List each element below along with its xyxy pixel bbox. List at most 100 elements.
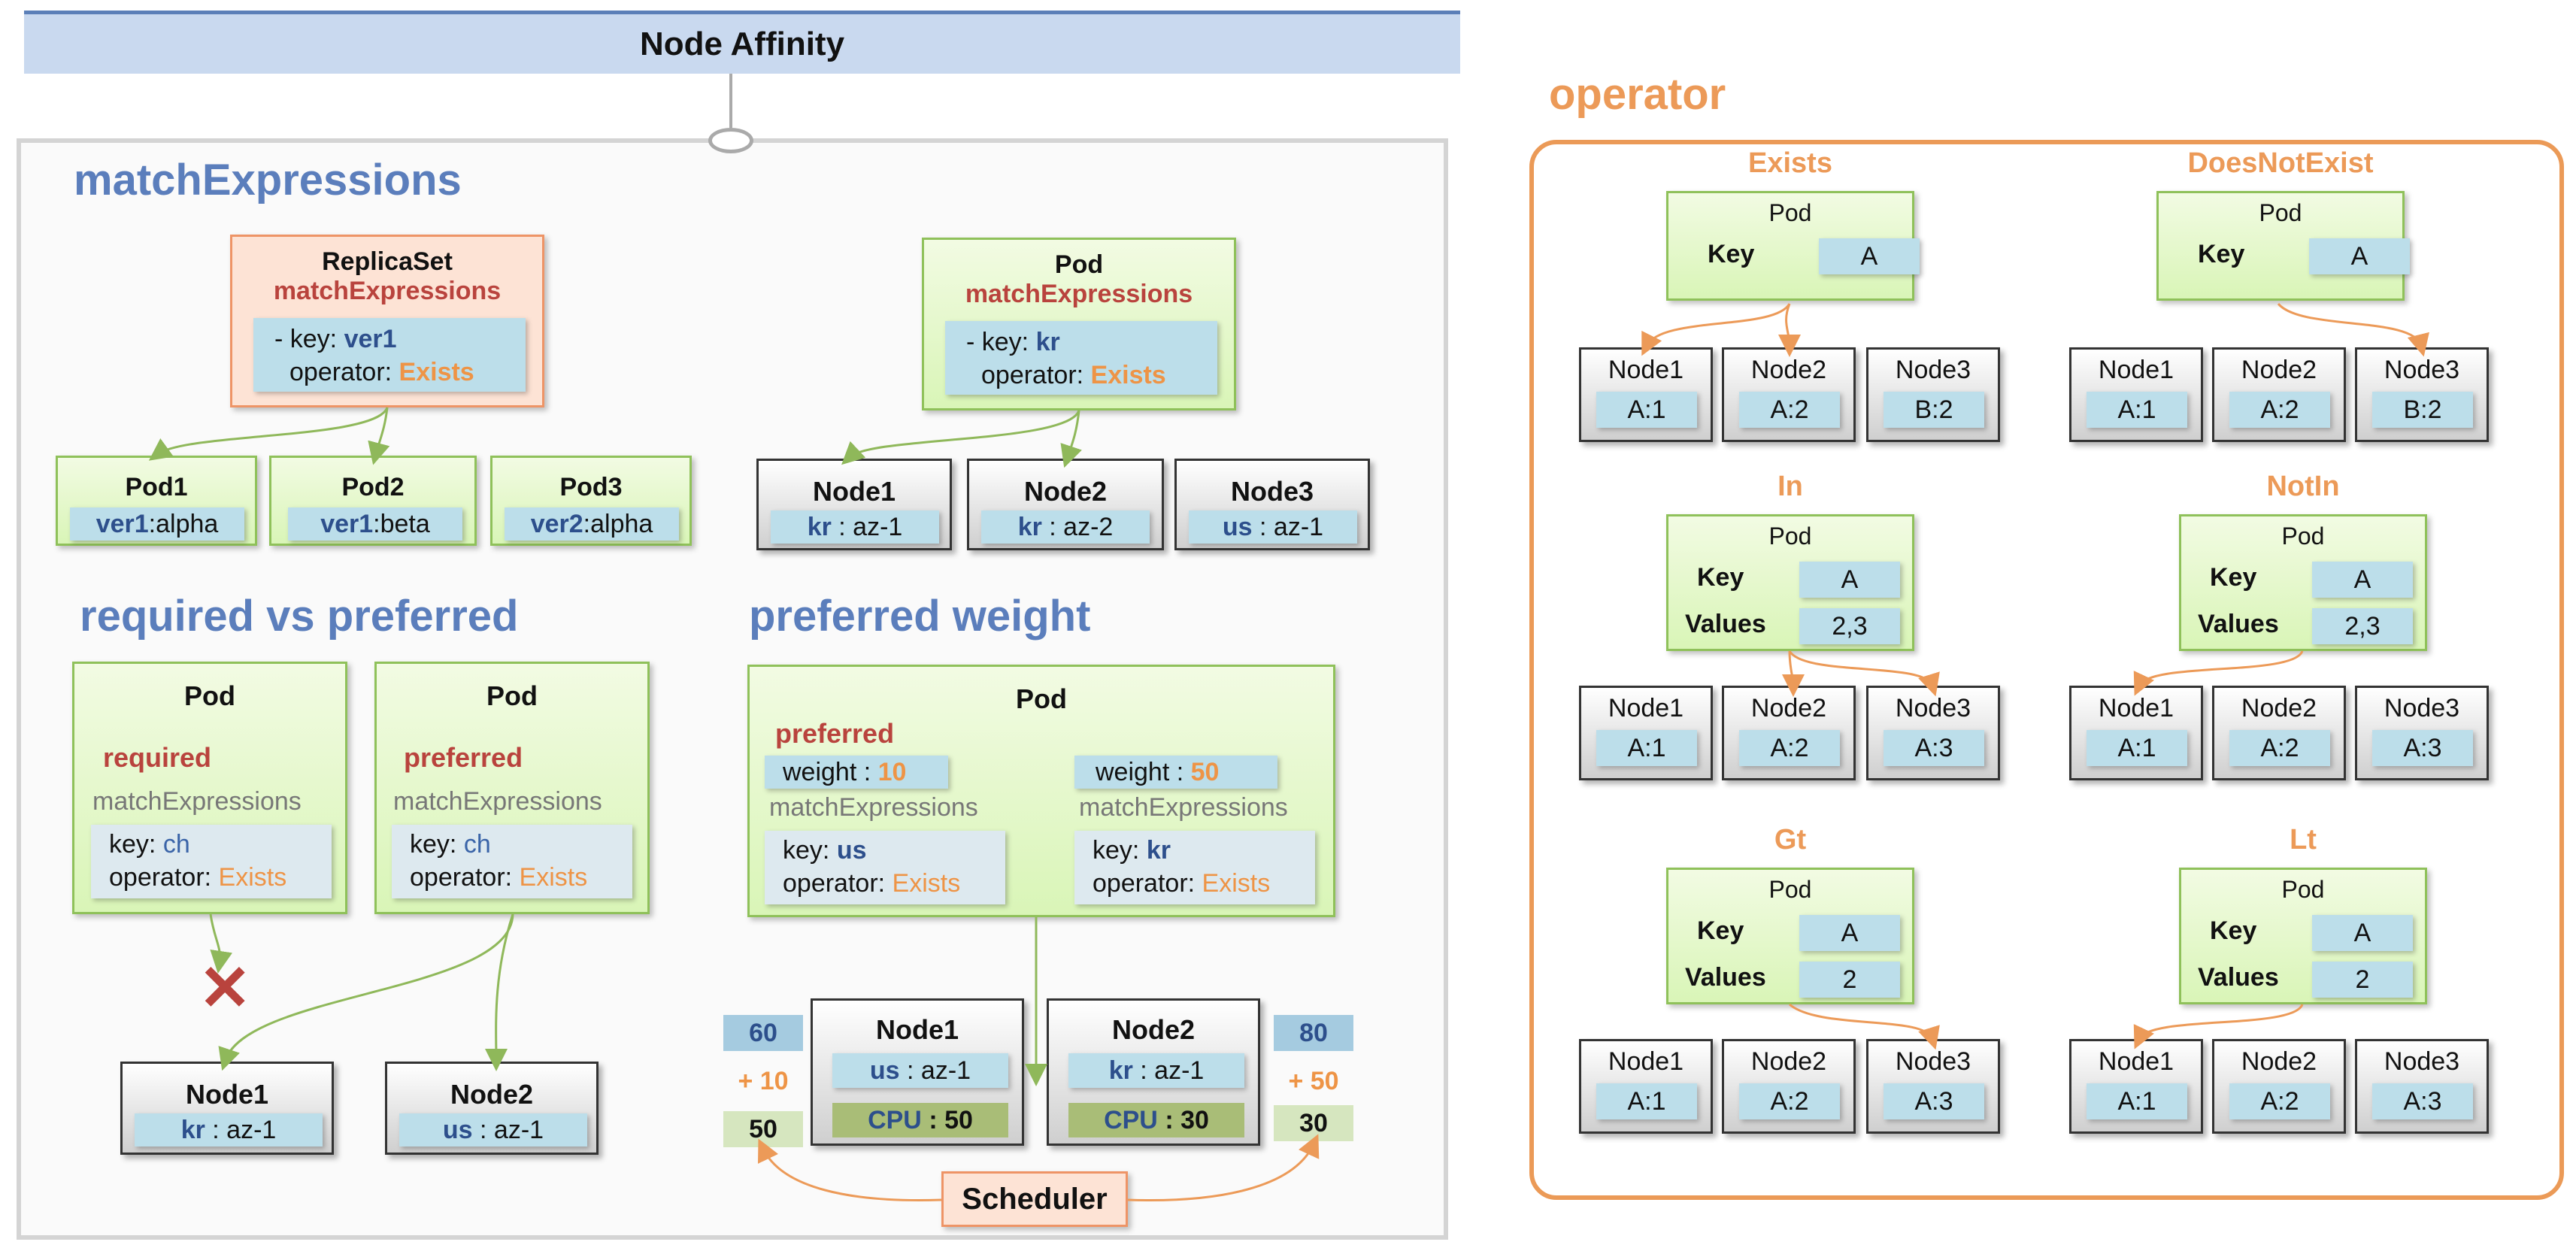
scheduler-box: Scheduler bbox=[941, 1171, 1128, 1227]
pod2-box: Pod2 ver1:beta bbox=[269, 456, 477, 546]
pod-label: Pod bbox=[1768, 523, 1812, 550]
page-title: Node Affinity bbox=[24, 11, 1460, 74]
node-name: Node1 bbox=[812, 476, 896, 507]
node1-box: Node1 kr : az-1 bbox=[756, 459, 952, 550]
node-label: kr : az-2 bbox=[981, 510, 1150, 544]
node-label: A:2 bbox=[2229, 1083, 2330, 1119]
key-label: Key bbox=[1708, 240, 1755, 268]
operator-node-box: Node1 A:1 bbox=[1579, 1039, 1713, 1134]
pod-label: Pod bbox=[2281, 523, 2325, 550]
node-name: Node3 bbox=[2384, 1047, 2460, 1076]
operator-node-box: Node1 A:1 bbox=[1579, 686, 1713, 780]
operator-name-in: In bbox=[1777, 471, 1803, 502]
sub-label: matchExpressions bbox=[92, 787, 302, 816]
node-label: A:1 bbox=[2087, 392, 2187, 428]
operator-node-box: Node2 A:2 bbox=[2212, 686, 2346, 780]
node3-box: Node3 us : az-1 bbox=[1174, 459, 1370, 550]
pod-label: Pod bbox=[2281, 876, 2325, 903]
values-label: Values bbox=[1685, 610, 1766, 638]
node-name: Node1 bbox=[2098, 356, 2174, 384]
cpu-label: CPU : 30 bbox=[1068, 1103, 1244, 1137]
pod-label: Pod bbox=[1768, 199, 1812, 226]
score-left-base: 60 bbox=[723, 1015, 803, 1051]
operator-node-box: Node3 A:3 bbox=[1866, 1039, 2000, 1134]
pod-label: Pod bbox=[2259, 199, 2302, 226]
node-name: Node3 bbox=[2384, 356, 2460, 384]
pod-label: ver2:alpha bbox=[505, 507, 679, 541]
operator-node-box: Node3 A:3 bbox=[2355, 1039, 2489, 1134]
node-label: A:1 bbox=[2087, 1083, 2187, 1119]
node1-box: Node1 kr : az-1 bbox=[120, 1062, 334, 1155]
operator-node-box: Node2 A:2 bbox=[1722, 686, 1856, 780]
node-label: A:2 bbox=[1739, 1083, 1840, 1119]
node-label: B:2 bbox=[2372, 392, 2473, 428]
key-label: Key bbox=[2198, 240, 2245, 268]
pod-expression: - key: kr operator: Exists bbox=[945, 321, 1217, 395]
values-value: 2,3 bbox=[2312, 608, 2413, 644]
operator-node-box: Node2 A:2 bbox=[2212, 1039, 2346, 1134]
operator-name-lt: Lt bbox=[2290, 824, 2317, 856]
pod-name: Pod2 bbox=[341, 473, 405, 501]
node-name: Node2 bbox=[1750, 694, 1827, 722]
operator-frame bbox=[1529, 140, 2564, 1200]
score-right-base: 80 bbox=[1274, 1015, 1353, 1051]
node-name: Node2 bbox=[2241, 1047, 2317, 1076]
key-label: Key bbox=[1697, 563, 1744, 592]
pod-title: Pod bbox=[1054, 250, 1104, 279]
replicaset-title: ReplicaSet bbox=[322, 247, 453, 276]
node-label: A:3 bbox=[1884, 730, 1984, 766]
node-label: A:2 bbox=[1739, 392, 1840, 428]
operator-node-box: Node3 A:3 bbox=[1866, 686, 2000, 780]
operator-node-box: Node1 A:1 bbox=[2069, 686, 2203, 780]
node-name: Node3 bbox=[1895, 356, 1971, 384]
node-label: us : az-1 bbox=[832, 1053, 1008, 1088]
node-name: Node3 bbox=[1895, 1047, 1971, 1076]
node2-weight-box: Node2 kr : az-1 CPU : 30 bbox=[1047, 998, 1260, 1146]
score-right-add: + 50 bbox=[1288, 1067, 1339, 1095]
operator-name-exists: Exists bbox=[1748, 147, 1832, 179]
pod-preferred-box: Pod preferred matchExpressions key: ch o… bbox=[374, 662, 650, 914]
key-value: A bbox=[1799, 562, 1900, 598]
node-name: Node2 bbox=[1750, 1047, 1827, 1076]
sub-label: matchExpressions bbox=[393, 787, 602, 816]
node-label: A:2 bbox=[2229, 392, 2330, 428]
key-value: A bbox=[1819, 238, 1920, 274]
pod3-box: Pod3 ver2:alpha bbox=[490, 456, 692, 546]
node-label: A:1 bbox=[2087, 730, 2187, 766]
node2-box: Node2 kr : az-2 bbox=[967, 459, 1164, 550]
node-label: A:3 bbox=[1884, 1083, 1984, 1119]
pod-label: ver1:alpha bbox=[70, 507, 244, 541]
connector-circle bbox=[708, 128, 753, 153]
values-label: Values bbox=[1685, 963, 1766, 992]
operator-node-box: Node1 A:1 bbox=[2069, 1039, 2203, 1134]
values-label: Values bbox=[2198, 610, 2279, 638]
weight-label-left: weight : 10 bbox=[765, 756, 948, 789]
node-name: Node1 bbox=[1608, 356, 1684, 384]
node-name: Node3 bbox=[2384, 694, 2460, 722]
key-label: Key bbox=[1697, 916, 1744, 945]
section-heading-required-vs-preferred: required vs preferred bbox=[80, 592, 519, 641]
node-name: Node1 bbox=[2098, 694, 2174, 722]
node-label: us : az-1 bbox=[1189, 510, 1357, 544]
node-label: kr : az-1 bbox=[135, 1113, 323, 1146]
operator-name-gt: Gt bbox=[1774, 824, 1807, 856]
replicaset-box: ReplicaSet matchExpressions - key: ver1 … bbox=[230, 235, 544, 407]
key-value: A bbox=[2309, 238, 2410, 274]
key-value: A bbox=[2312, 562, 2413, 598]
values-value: 2 bbox=[1799, 962, 1900, 998]
node-label: A:3 bbox=[2372, 730, 2473, 766]
expression: key: ch operator: Exists bbox=[91, 825, 332, 898]
values-label: Values bbox=[2198, 963, 2279, 992]
node-label: A:1 bbox=[1596, 1083, 1697, 1119]
node-label: A:2 bbox=[2229, 730, 2330, 766]
mode-label: preferred bbox=[775, 718, 895, 749]
key-value: A bbox=[2312, 915, 2413, 951]
replicaset-subtitle: matchExpressions bbox=[273, 277, 502, 305]
key-label: Key bbox=[2210, 916, 2257, 945]
expression-left: key: us operator: Exists bbox=[765, 831, 1005, 904]
operator-value: Exists bbox=[399, 358, 474, 386]
